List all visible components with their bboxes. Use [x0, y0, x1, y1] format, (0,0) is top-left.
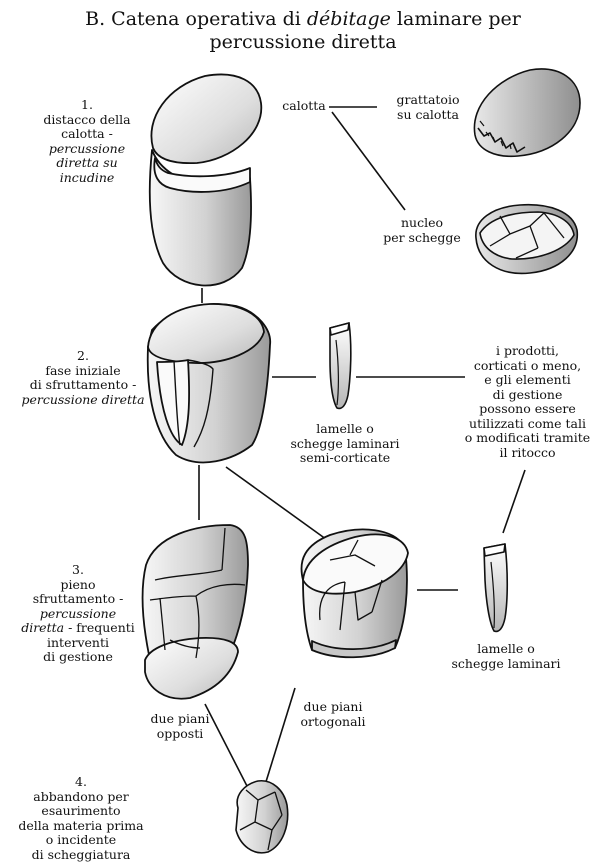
- step-3-line-5: interventi: [15, 636, 141, 651]
- step-3-line-4: diretta - frequenti: [15, 621, 141, 636]
- lamelle-line-1: lamelle o: [446, 642, 566, 657]
- nucleo-label: nucleo per schegge: [374, 216, 470, 245]
- nucleo-line-2: per schegge: [374, 231, 470, 246]
- lamelle-semi-line-2: schegge laminari: [280, 437, 410, 452]
- core-step-2: [148, 304, 270, 462]
- due-piani-opposti-label: due piani opposti: [140, 712, 220, 741]
- prodotti-line-8: il ritocco: [455, 446, 600, 461]
- step-3-label: 3. pieno sfruttamento - percussione dire…: [15, 563, 141, 665]
- prodotti-line-2: corticati o meno,: [455, 359, 600, 374]
- opposti-line-2: opposti: [140, 727, 220, 742]
- step-2-number: 2.: [18, 349, 148, 364]
- ortogonali-line-2: ortogonali: [290, 715, 376, 730]
- step-1-line-3: percussione: [15, 142, 159, 157]
- lamelle-line-2: schegge laminari: [446, 657, 566, 672]
- step-1-line-2: calotta -: [15, 127, 159, 142]
- step-3-line-1: pieno: [15, 578, 141, 593]
- step-1-number: 1.: [15, 98, 159, 113]
- step-3-line-6: di gestione: [15, 650, 141, 665]
- step-3-line-2: sfruttamento -: [15, 592, 141, 607]
- due-piani-ortogonali-label: due piani ortogonali: [290, 700, 376, 729]
- grattatoio-line-2: su calotta: [378, 108, 478, 123]
- prodotti-line-5: possono essere: [455, 402, 600, 417]
- step-4-line-3: della materia prima: [8, 819, 154, 834]
- calotta-label: calotta: [276, 99, 332, 114]
- lamelle-semi-line-3: semi-corticate: [280, 451, 410, 466]
- blade-laminare: [484, 544, 507, 631]
- step-2-line-2: di sfruttamento -: [18, 378, 148, 393]
- nucleo-line-1: nucleo: [374, 216, 470, 231]
- core-step-1: [150, 74, 262, 285]
- step-2-line-1: fase iniziale: [18, 364, 148, 379]
- connector-calotta-nucleo: [332, 112, 405, 210]
- connector-prodotti-lamelle: [503, 470, 525, 533]
- grattatoio-label: grattatoio su calotta: [378, 93, 478, 122]
- prodotti-line-3: e gli elementi: [455, 373, 600, 388]
- step-4-line-5: di scheggiatura: [8, 848, 154, 863]
- step-4-line-2: esaurimento: [8, 804, 154, 819]
- prodotti-line-1: i prodotti,: [455, 344, 600, 359]
- prodotti-note: i prodotti, corticati o meno, e gli elem…: [455, 344, 600, 460]
- lamelle-semi-corticate-label: lamelle o schegge laminari semi-corticat…: [280, 422, 410, 466]
- exhausted-core-step-4: [236, 781, 288, 853]
- step-1-line-5: incudine: [15, 171, 159, 186]
- step-1-line-4: diretta su: [15, 156, 159, 171]
- lamelle-semi-line-1: lamelle o: [280, 422, 410, 437]
- core-step-3-opposed: [142, 525, 248, 699]
- step-2-label: 2. fase iniziale di sfruttamento - percu…: [18, 349, 148, 407]
- grattatoio-line-1: grattatoio: [378, 93, 478, 108]
- prodotti-line-7: o modificati tramite: [455, 431, 600, 446]
- step-1-label: 1. distacco della calotta - percussione …: [15, 98, 159, 185]
- step-2-line-3: percussione diretta: [18, 393, 148, 408]
- blade-semi-corticate: [330, 323, 351, 408]
- nucleo-per-schegge: [476, 205, 577, 274]
- step-4-number: 4.: [8, 775, 154, 790]
- prodotti-line-6: utilizzati come tali: [455, 417, 600, 432]
- ortogonali-line-1: due piani: [290, 700, 376, 715]
- core-step-3-orthogonal: [301, 529, 408, 657]
- lamelle-label: lamelle o schegge laminari: [446, 642, 566, 671]
- opposti-line-1: due piani: [140, 712, 220, 727]
- step-4-label: 4. abbandono per esaurimento della mater…: [8, 775, 154, 862]
- step-4-line-1: abbandono per: [8, 790, 154, 805]
- grattatoio-su-calotta: [474, 69, 580, 156]
- prodotti-line-4: di gestione: [455, 388, 600, 403]
- step-3-number: 3.: [15, 563, 141, 578]
- step-3-line-3: percussione: [15, 607, 141, 622]
- step-1-line-1: distacco della: [15, 113, 159, 128]
- step-4-line-4: o incidente: [8, 833, 154, 848]
